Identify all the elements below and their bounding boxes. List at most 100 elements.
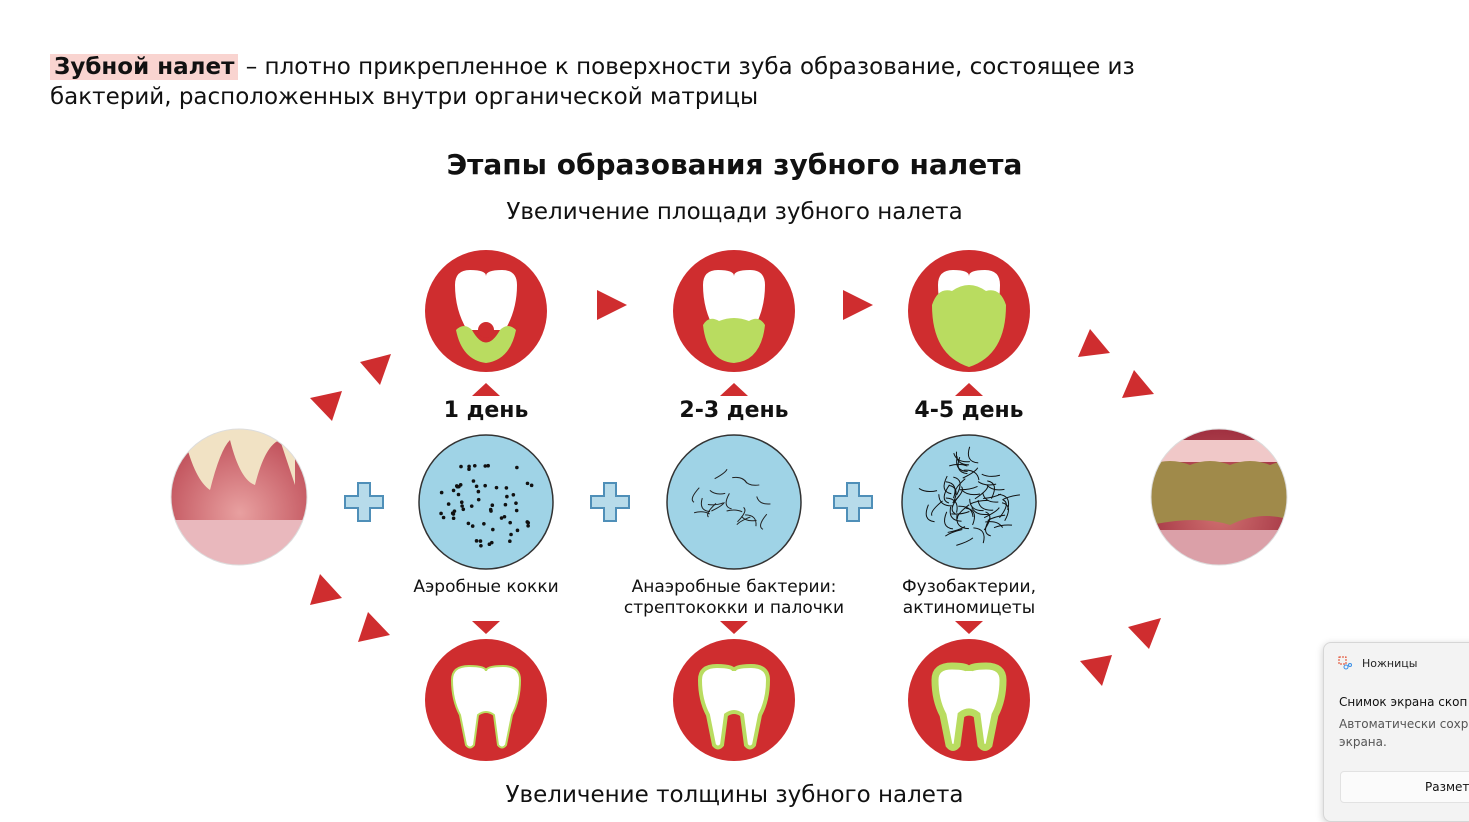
stage1-area-icon: [425, 250, 547, 372]
bacterium-mark: [981, 473, 1001, 477]
bacterium-mark: [709, 489, 726, 495]
coccus-dot: [505, 494, 509, 499]
definition-term: Зубной налет: [50, 54, 239, 80]
bacterium-mark: [945, 497, 958, 513]
coccus-dot: [525, 481, 530, 486]
bacterium-mark: [943, 484, 950, 504]
arrow-diag-icon: [1122, 370, 1154, 398]
bacterium-mark: [967, 446, 979, 464]
bacterium-mark: [925, 504, 935, 523]
arrow-up-icon: [720, 383, 748, 396]
bacterium-mark: [973, 527, 985, 544]
coccus-dot: [471, 479, 476, 483]
markup-button-label: Разметк: [1425, 780, 1469, 794]
coccus-dot: [511, 492, 516, 497]
coccus-dot: [446, 502, 451, 506]
bacterium-mark: [1001, 502, 1009, 522]
stage3-area-icon: [908, 250, 1030, 372]
coccus-dot: [439, 511, 443, 516]
coccus-dot: [489, 540, 494, 545]
coccus-dot: [467, 467, 471, 471]
arrow-diag-icon: [360, 354, 391, 385]
coccus-dot: [469, 504, 474, 508]
bacterium-mark: [691, 487, 700, 503]
bacterium-mark: [737, 507, 746, 523]
coccus-dot: [529, 483, 534, 488]
arrows: [310, 290, 1161, 686]
bacterium-mark: [944, 511, 954, 530]
healthy-teeth-photo: [171, 429, 307, 565]
bacterium-mark: [1002, 494, 1020, 501]
coccus-dot: [454, 484, 459, 488]
anaerobic-bacteria-circle: [666, 434, 802, 570]
coccus-dot: [514, 508, 519, 513]
coccus-dot: [459, 500, 464, 505]
coccus-dot: [483, 464, 488, 468]
bottom-caption: Увеличение толщины зубного налета: [505, 782, 964, 808]
arrow-down-icon: [955, 621, 983, 634]
coccus-dot: [490, 503, 495, 508]
coccus-dot: [451, 512, 456, 516]
bacterium-mark: [977, 481, 997, 486]
stage2-area-icon: [673, 250, 795, 372]
coccus-dot: [526, 524, 530, 528]
arrow-up-icon: [955, 383, 983, 396]
bacterium-mark: [987, 480, 995, 499]
stage1-bacteria-label: Аэробные кокки: [413, 577, 559, 597]
coccus-dot: [451, 488, 456, 493]
fusobacteria-circle: [901, 434, 1037, 570]
markup-button[interactable]: Разметк: [1340, 771, 1469, 803]
plus-icon: [344, 482, 384, 522]
bacterium-mark: [918, 488, 938, 493]
coccus-dot: [474, 539, 479, 543]
bacterium-mark: [707, 502, 717, 518]
bacterium-mark: [943, 475, 952, 495]
arrow-diag-icon: [1078, 329, 1110, 357]
bacterium-mark: [969, 499, 988, 505]
bacterium-mark: [956, 514, 969, 530]
coccus-dot: [499, 516, 504, 520]
coccus-dot: [467, 464, 471, 469]
aerobic-cocci-circle: [418, 434, 554, 570]
coccus-dot: [466, 521, 471, 526]
bacterium-mark: [736, 516, 751, 526]
arrow-down-icon: [472, 621, 500, 634]
stage2-bacteria-label: Анаэробные бактерии: стрептококки и пало…: [623, 577, 845, 618]
bacterium-mark: [963, 469, 980, 481]
coccus-dot: [470, 524, 475, 528]
coccus-dot: [478, 539, 483, 543]
bacterium-mark: [956, 504, 970, 519]
coccus-dot: [458, 483, 463, 487]
bacterium-mark: [948, 484, 957, 504]
bacterium-mark: [951, 511, 970, 515]
definition-text: – плотно прикрепленное к поверхности зуб…: [50, 54, 1135, 110]
bacterium-mark: [951, 495, 960, 515]
coccus-dot: [441, 515, 446, 520]
bacterium-mark: [965, 507, 975, 526]
plus-icon: [590, 482, 630, 522]
bacterium-mark: [714, 468, 728, 480]
snipping-tool-notification[interactable]: Ножницы Снимок экрана скоп Автоматически…: [1323, 642, 1469, 822]
bacterium-mark: [953, 452, 970, 463]
coccus-dot: [515, 528, 520, 533]
notification-app-name: Ножницы: [1362, 657, 1418, 670]
bacterium-mark: [741, 515, 757, 522]
arrow-right-icon: [843, 290, 873, 320]
coccus-dot: [526, 520, 531, 525]
arrow-right-icon: [597, 290, 627, 320]
plaque-definition: Зубной налет – плотно прикрепленное к по…: [50, 52, 1230, 112]
coccus-dot: [472, 463, 477, 468]
coccus-dot: [509, 532, 513, 537]
arrow-diag-icon: [310, 574, 342, 605]
bacterium-mark: [956, 537, 974, 546]
arrow-diag-icon: [310, 391, 342, 421]
coccus-dot: [474, 484, 479, 489]
bacterium-mark: [961, 489, 981, 496]
bacterium-mark: [726, 509, 743, 513]
notification-heading: Снимок экрана скоп: [1339, 695, 1468, 709]
coccus-dot: [504, 486, 509, 490]
bacterium-mark: [945, 529, 963, 537]
coccus-dot: [459, 464, 463, 469]
